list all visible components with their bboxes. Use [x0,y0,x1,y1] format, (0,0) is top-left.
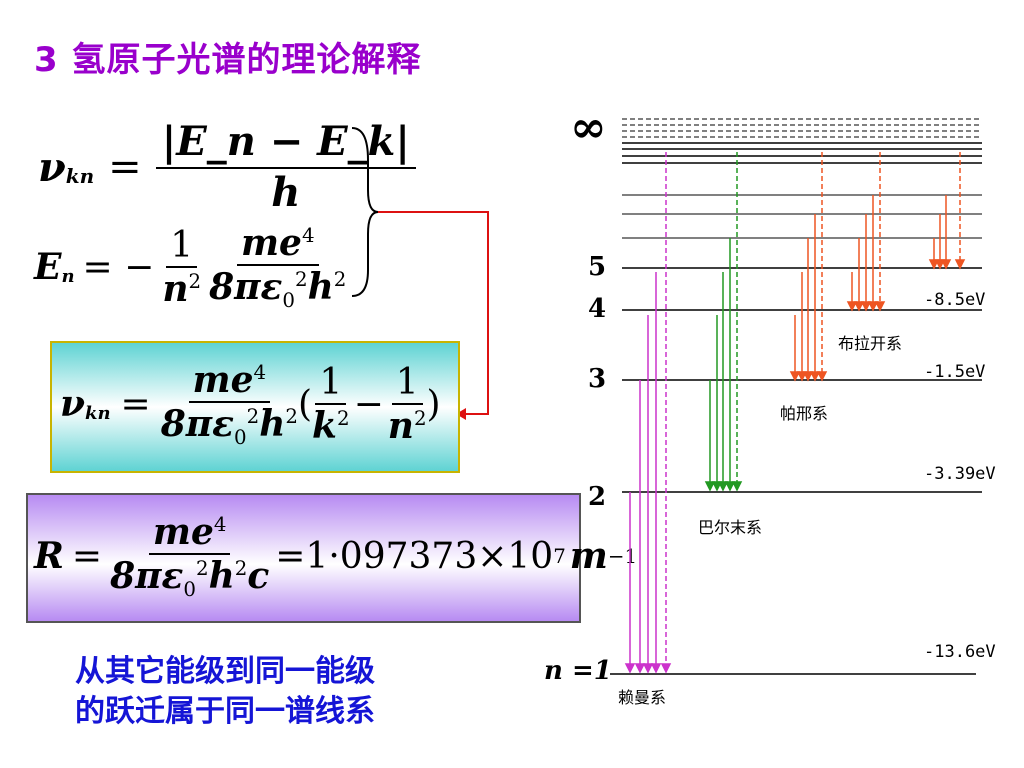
formula3-num: me [192,359,254,401]
formula3-a-num: 1 [315,362,347,405]
formula4-eq: = [71,535,103,577]
formula3-open: ( [297,383,313,425]
energy-level-svg [610,118,982,675]
balmer-series-label: 巴尔末系 [698,518,763,537]
formula3-den-sub: 0 [234,426,247,450]
formula3-den: 8πε [160,403,235,445]
formula1-lhs-sub: kn [65,164,95,188]
balmer-series-arrows [704,152,743,492]
formula4-den-tail-sup: 2 [234,557,248,580]
formula2-frac2-num: me [240,222,302,264]
energy-value-1: -13.6eV [924,642,996,662]
infinity-label: ∞ [570,102,607,153]
formula3-a-den: k [312,404,337,447]
curly-brace [351,127,379,297]
brackett-series-arrows [846,152,886,312]
formula2-frac2-den-tail: h [307,266,334,308]
conclusion-line-1: 从其它能级到同一能级 [75,654,375,689]
formula4-num: me [152,511,214,553]
formula4-rhs: =1·097373×10 [275,535,554,577]
formula2-frac2-den: 8πε [209,266,283,308]
formula3-a-den-sup: 2 [336,406,350,430]
formula4-lhs: R [34,535,64,578]
formula2-lhs: E [34,246,62,289]
outer-series-arrows [928,152,966,270]
formula3-frac-a: 1 k2 [312,362,350,447]
page-title: 3 氢原子光谱的理论解释 [34,40,422,80]
level-label-1: n =1 [544,656,612,686]
formula3-lhs-sub: kn [84,402,111,424]
energy-value-3: -1.5eV [924,362,986,382]
formula3-b-den-sup: 2 [413,406,427,430]
formula2-frac2-den-sup: 2 [295,268,308,291]
formula4-rhs-unit: m [569,535,608,578]
formula3-den-tail: h [259,403,286,445]
connector-arrowhead [456,408,466,420]
formula1-denominator: h [271,169,301,216]
formula2-frac1-den-sup: 2 [188,269,202,293]
formula3-b-den: n [387,404,414,447]
lyman-series-label: 赖曼系 [618,688,667,707]
formula4-den-sup: 2 [195,557,209,580]
formula1-lhs: ν [38,143,66,191]
brace-connector-graphic [351,127,489,420]
formula2-frac2-den-sub: 0 [282,289,295,313]
level-label-4: 4 [588,294,607,324]
formula4-den: 8πε [110,555,184,597]
brackett-series-label: 布拉开系 [838,334,903,353]
formula2-frac1: 1 n2 [162,225,201,310]
paschen-series-label: 帕邢系 [780,404,829,423]
connector-arrow [378,211,489,415]
level-label-3: 3 [588,364,607,394]
conclusion-line-2: 的跃迁属于同一谱线系 [75,694,375,729]
formula2-frac2: me4 8πε02h2 [209,222,346,312]
formula1-eq: = [108,144,142,190]
level-label-2: 2 [588,482,607,512]
formula4-den-sub: 0 [183,578,196,602]
formula2-eq: = − [82,246,155,288]
conclusion-text: 从其它能级到同一能级 的跃迁属于同一谱线系 [75,652,375,732]
formula2-frac1-den: n [162,267,189,310]
formula4-den-c: c [247,555,270,597]
formula3-lhs: ν [60,383,85,426]
formula2-frac2-den-tail-sup: 2 [333,268,347,291]
formula2-lhs-sub: n [61,265,75,287]
formula3-num-sup: 4 [253,361,267,384]
lyman-series-arrows [624,152,672,674]
formula4-den-tail: h [208,555,235,597]
formula3-eq: = [120,383,151,425]
formula3-close: ) [426,383,441,425]
formula3-den-sup: 2 [246,405,260,428]
formula3-den-tail-sup: 2 [285,405,298,428]
formula4-frac: me4 8πε02h2c [110,511,269,601]
formula3-frac-b: 1 n2 [388,362,427,447]
formula2-frac1-num: 1 [166,225,198,268]
formula3-minus: − [353,383,384,425]
formula3-b-num: 1 [391,362,423,405]
level-label-5: 5 [588,252,607,282]
energy-value-2: -3.39eV [924,464,996,484]
paschen-series-arrows [789,152,828,382]
energy-value-4: -8.5eV [924,290,986,310]
formula4-rhs-sup: 7 [553,544,566,568]
formula4-num-sup: 4 [213,513,227,536]
energy-level-diagram: ∞ 5 4 3 2 n =1 -8.5eV -1.5eV -3.39eV -13… [540,102,1020,710]
formula3-frac: me4 8πε02h2 [161,359,298,449]
formula2-frac2-num-sup: 4 [301,224,315,247]
